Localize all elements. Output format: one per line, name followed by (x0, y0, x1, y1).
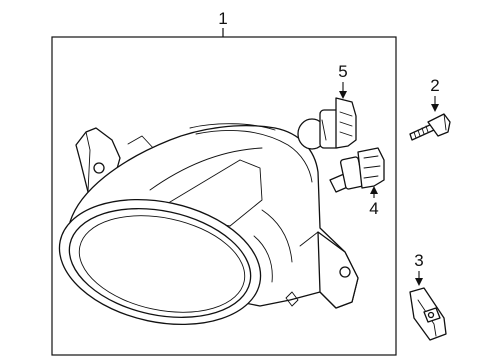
bulb-part-5 (297, 97, 357, 150)
assembly-frame (51, 36, 397, 356)
callout-2-arrow (431, 104, 439, 112)
clip-nut-part-3 (409, 287, 447, 341)
bulb-socket-part-4 (329, 147, 385, 193)
bolt-part-2 (409, 113, 451, 141)
fog-lamp-housing (58, 123, 359, 326)
callout-4-arrow (370, 186, 378, 194)
callout-2-label: 2 (430, 76, 439, 95)
callout-5-label: 5 (338, 62, 347, 81)
callout-3-arrow (415, 278, 423, 286)
callout-4-label: 4 (369, 199, 378, 218)
callout-5-arrow (339, 91, 347, 99)
callout-1-label: 1 (218, 9, 227, 28)
callout-3-label: 3 (414, 251, 423, 270)
